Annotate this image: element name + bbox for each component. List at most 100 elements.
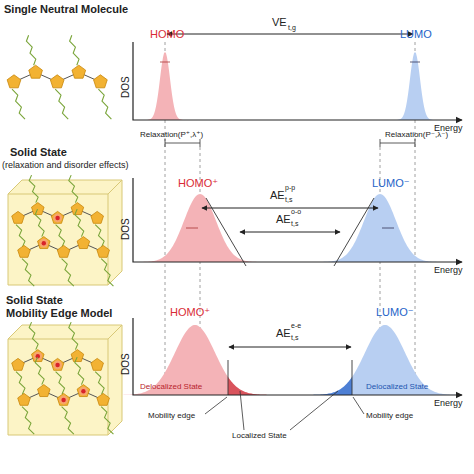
ring	[32, 203, 45, 215]
side-chain	[62, 259, 74, 287]
text-label: AE	[276, 327, 291, 339]
text-label: LUMO⁻	[376, 306, 414, 318]
axis-label: DOS	[120, 76, 131, 98]
text-label: Mobility Edge Model	[6, 307, 112, 319]
side-chain	[22, 259, 34, 287]
side-chain	[75, 209, 84, 237]
ring	[12, 358, 25, 370]
axis-label: DOS	[120, 218, 131, 240]
text-label: o-o	[291, 208, 301, 216]
side-chain	[98, 89, 111, 119]
ring	[97, 245, 110, 257]
side-chain	[29, 322, 38, 350]
charge-halo	[33, 352, 42, 361]
axis	[133, 178, 462, 262]
leader-line	[380, 143, 415, 144]
text-label: Mobility edge	[366, 412, 413, 421]
text-label: Relaxation(P⁺,λ⁺)	[140, 131, 203, 140]
charge-dot	[55, 216, 59, 220]
side-chain	[101, 259, 113, 287]
axis-label: DOS	[120, 353, 131, 375]
leader-line	[382, 228, 394, 229]
text-label: LUMO⁻	[372, 177, 410, 189]
text-label: HOMO⁺	[178, 177, 218, 189]
ring	[32, 350, 45, 362]
gap-arrow	[229, 347, 351, 348]
text-label: HOMO⁺	[170, 306, 210, 318]
ring	[12, 211, 25, 223]
charge-dot	[55, 363, 59, 367]
charge-dot	[81, 389, 85, 393]
text-label: Delocalized State	[366, 383, 428, 392]
text-label: LUMO	[400, 28, 432, 40]
side-chain	[69, 322, 78, 350]
text-label: Relaxation(P⁻,λ⁻)	[385, 131, 448, 140]
ring	[91, 211, 104, 223]
side-chain	[22, 407, 34, 435]
side-chain	[35, 209, 44, 237]
charge-halo	[53, 214, 62, 223]
leader-line	[290, 391, 338, 430]
text-label: Energy	[434, 399, 463, 409]
ring	[71, 203, 84, 215]
charge-halo	[39, 239, 48, 248]
box-edge	[8, 325, 122, 435]
axis	[133, 318, 462, 395]
ring	[38, 385, 51, 397]
text-label: p-p	[285, 184, 295, 192]
ring	[57, 245, 70, 257]
gap-arrow	[167, 34, 413, 35]
text-label: t,s	[291, 334, 298, 342]
leader-line	[380, 139, 381, 147]
ring	[7, 75, 21, 88]
ring	[71, 350, 84, 362]
text-label: Delocalized State	[140, 383, 202, 392]
ring	[97, 393, 110, 405]
ring	[18, 245, 31, 257]
text-label: Mobility edge	[148, 412, 195, 421]
solid-box	[8, 325, 122, 435]
homo-peak	[136, 194, 264, 262]
ring	[29, 65, 43, 78]
side-chain	[12, 89, 25, 119]
leader-line	[228, 360, 229, 395]
charge-halo	[59, 396, 68, 405]
charge-dot	[42, 241, 46, 245]
charge-halo	[79, 387, 88, 396]
side-chain	[70, 35, 79, 65]
leader-line	[165, 139, 166, 147]
localized-tail	[305, 377, 352, 395]
plots	[115, 34, 465, 430]
side-chain	[55, 89, 68, 119]
gap-arrow	[240, 232, 340, 233]
side-chain	[62, 407, 74, 435]
leader-line	[205, 397, 227, 414]
ring	[91, 358, 104, 370]
side-chain	[75, 357, 84, 385]
leader-line	[415, 139, 416, 147]
text-label: AE	[270, 189, 285, 201]
text-label: (relaxation and disorder effects)	[2, 161, 128, 171]
side-chain	[101, 407, 113, 435]
text-label: t,s	[291, 220, 298, 228]
ring	[94, 75, 108, 88]
text-label: Localized State	[232, 432, 287, 441]
text-label: VE	[272, 16, 287, 28]
gap-arrow	[202, 208, 378, 209]
text-label: Solid State	[6, 294, 63, 306]
side-chain	[69, 175, 78, 203]
ring	[77, 385, 90, 397]
leader-line	[160, 62, 170, 63]
ring	[72, 65, 86, 78]
ring	[51, 358, 64, 370]
side-chain	[26, 35, 35, 65]
side-chain	[35, 357, 44, 385]
side-chain	[29, 175, 38, 203]
ring	[38, 237, 51, 249]
text-label: Single Neutral Molecule	[4, 3, 128, 15]
molecule-art	[7, 35, 122, 435]
text-label: AE	[276, 213, 291, 225]
text-label: HOMO	[150, 28, 184, 40]
